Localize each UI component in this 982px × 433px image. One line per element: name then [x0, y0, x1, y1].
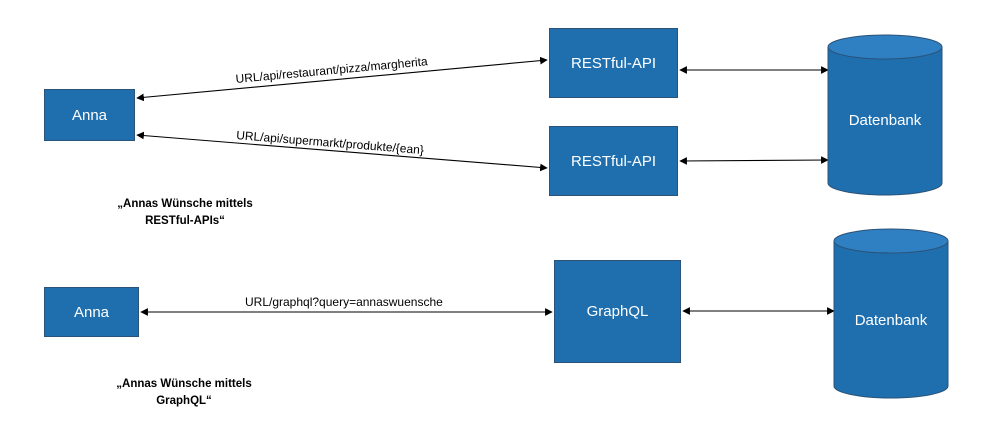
graphql-box: GraphQL [554, 260, 681, 363]
request-label-supermarkt: URL/api/supermarkt/produkte/{ean} [236, 128, 425, 157]
restful-api-box-1: RESTful-API [549, 28, 678, 98]
database-cylinder-bottom [833, 228, 949, 399]
caption-restful-line-1: „Annas Wünsche mittels [117, 198, 253, 210]
caption-graphql-line-1: „Annas Wünsche mittels [116, 378, 252, 390]
request-label-graphql: URL/graphql?query=annaswuensche [245, 295, 443, 309]
database-cylinder-top [827, 34, 943, 196]
anna-label-top: Anna [71, 106, 108, 124]
arrow-anna-to-restful-api-1 [136, 56, 548, 102]
anna-box-top: Anna [44, 89, 135, 141]
arrow-restful-api-2-to-database [679, 156, 829, 165]
anna-label-bottom: Anna [73, 303, 110, 321]
caption-restful-line-2: RESTful-APIs“ [145, 215, 225, 227]
restful-api-box-2: RESTful-API [549, 126, 678, 196]
database-label-top: Datenbank [848, 112, 922, 129]
caption-graphql-line-2: GraphQL“ [156, 395, 212, 407]
caption-restful: „Annas Wünsche mittels RESTful-APIs“ [85, 196, 285, 230]
request-label-pizza: URL/api/restaurant/pizza/margherita [235, 54, 429, 86]
arrow-anna-to-restful-api-2 [136, 131, 548, 172]
restful-api-label-1: RESTful-API [570, 54, 657, 72]
caption-graphql: „Annas Wünsche mittels GraphQL“ [84, 376, 284, 410]
graphql-label: GraphQL [586, 303, 649, 320]
restful-api-label-2: RESTful-API [570, 152, 657, 170]
database-label-bottom: Datenbank [854, 312, 928, 329]
anna-box-bottom: Anna [44, 287, 139, 337]
